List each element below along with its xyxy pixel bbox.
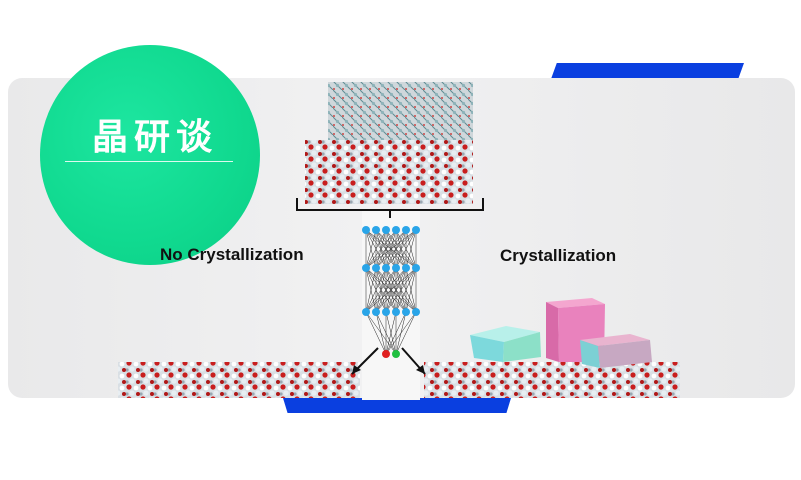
network-edge xyxy=(365,267,377,313)
network-node xyxy=(412,226,420,234)
network-edge xyxy=(385,311,417,355)
network-edge xyxy=(375,267,417,313)
right-surface-slab xyxy=(424,362,680,398)
network-node xyxy=(402,226,410,234)
crystal-mixed-right xyxy=(580,334,652,368)
brand-circle xyxy=(40,45,260,265)
no-crystallization-label: No Crystallization xyxy=(160,245,304,264)
network-node xyxy=(402,308,410,316)
bottom-blue-tab xyxy=(283,398,511,413)
crystal-cyan-left xyxy=(470,326,541,362)
bracket xyxy=(296,198,484,218)
network-node xyxy=(412,308,420,316)
network-edge xyxy=(405,229,417,269)
network-node xyxy=(392,226,400,234)
output-node xyxy=(392,350,400,358)
crystallization-label: Crystallization xyxy=(500,246,617,265)
network-edge xyxy=(385,267,417,313)
network-node xyxy=(412,264,420,272)
network-edge xyxy=(395,229,417,269)
neural-network xyxy=(362,226,420,358)
top-molecular-block xyxy=(305,82,473,204)
network-edge xyxy=(365,229,407,269)
network-edge xyxy=(385,229,417,269)
network-node xyxy=(372,264,380,272)
network-edge xyxy=(365,267,417,313)
brand-underline xyxy=(65,161,233,162)
output-node xyxy=(382,350,390,358)
network-node xyxy=(402,264,410,272)
network-edge xyxy=(375,229,417,269)
network-edge xyxy=(365,229,387,269)
network-edge xyxy=(365,229,417,269)
network-edge xyxy=(365,229,397,269)
network-node xyxy=(392,308,400,316)
network-edge xyxy=(385,311,397,355)
network-edge xyxy=(395,267,417,313)
network-node xyxy=(382,226,390,234)
brand-logo-text: 晶研谈 xyxy=(92,117,219,158)
network-edge xyxy=(395,311,417,355)
network-node xyxy=(362,308,370,316)
network-edge xyxy=(405,267,417,313)
network-node xyxy=(372,226,380,234)
left-surface-slab xyxy=(118,362,360,398)
network-node xyxy=(382,264,390,272)
top-blue-tab xyxy=(551,63,744,79)
network-node xyxy=(362,264,370,272)
network-edge xyxy=(365,267,397,313)
network-edge xyxy=(365,229,377,269)
network-edge xyxy=(365,267,387,313)
network-node xyxy=(372,308,380,316)
network-node xyxy=(382,308,390,316)
network-node xyxy=(392,264,400,272)
network-edge xyxy=(385,311,407,355)
network-edge xyxy=(375,311,387,355)
network-node xyxy=(362,226,370,234)
network-edge xyxy=(365,311,387,355)
network-edge xyxy=(365,267,407,313)
